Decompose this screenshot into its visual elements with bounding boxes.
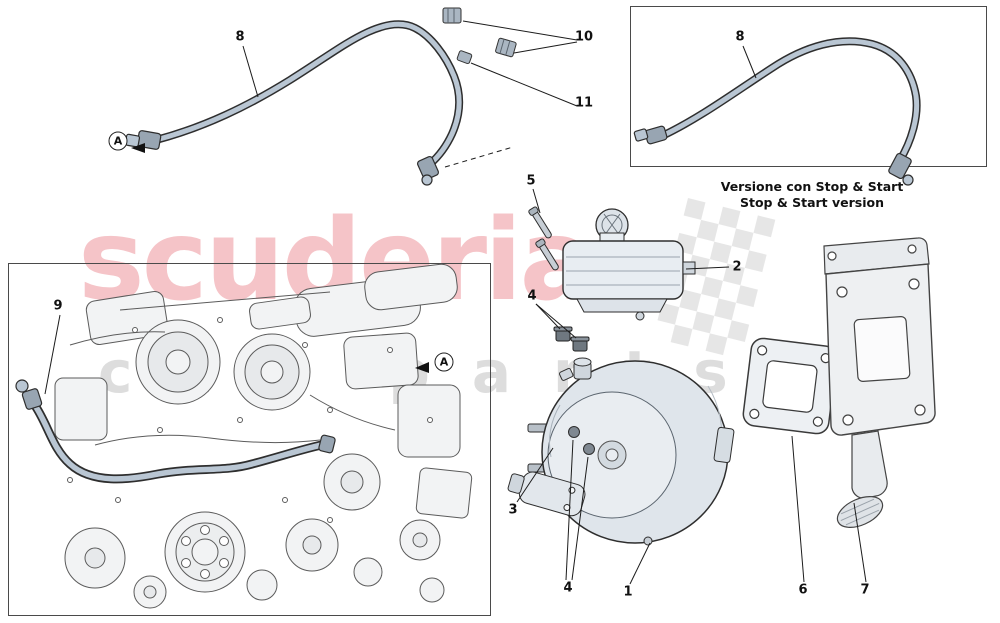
marker-arrows	[131, 143, 429, 373]
callout-1-servo: 1	[623, 584, 633, 600]
inset-caption-line1: Versione con Stop & Start	[720, 179, 904, 194]
callout-8-stop-start: 8	[735, 29, 745, 45]
callout-7-bracket: 7	[860, 582, 870, 598]
grommets-upper	[553, 326, 590, 352]
stop-start-inset-frame	[630, 6, 987, 167]
hose-clips	[442, 7, 517, 65]
leader-lines	[44, 20, 867, 585]
checkered-flag-watermark	[657, 198, 776, 356]
arrow-a-left	[131, 143, 145, 153]
callout-5-screws: 5	[526, 173, 536, 189]
callout-10-clips: 10	[574, 29, 594, 45]
brake-servo	[507, 357, 735, 546]
servo-hose-main	[124, 7, 517, 186]
section-marker-a-hose: A	[108, 131, 128, 151]
callout-4-upper: 4	[527, 288, 537, 304]
arrow-a-engine	[415, 362, 429, 373]
callout-11-clamp: 11	[574, 95, 594, 111]
callout-9-engine-pipe: 9	[53, 298, 63, 314]
inset-caption: Versione con Stop & Start Stop & Start v…	[698, 179, 926, 210]
hose-clamp	[456, 50, 473, 65]
vacuum-elbow	[559, 357, 592, 381]
callout-4-lower: 4	[563, 580, 573, 596]
fluid-reservoir	[562, 208, 696, 321]
servo-grommet	[583, 443, 595, 455]
gasket	[742, 337, 838, 435]
callout-8-main: 8	[235, 29, 245, 45]
engine-frame	[8, 263, 491, 616]
servo-grommet	[568, 426, 580, 438]
engine-drawing	[54, 263, 473, 609]
callout-3-servo-mount: 3	[508, 502, 518, 518]
callout-6-gasket: 6	[798, 582, 808, 598]
section-marker-a-engine: A	[434, 352, 454, 372]
frames	[8, 6, 987, 616]
master-cylinder	[507, 471, 586, 517]
mounting-screws	[528, 206, 559, 271]
servo-hose-stop-start	[633, 37, 921, 186]
inset-caption-line2: Stop & Start version	[739, 194, 885, 210]
engine-vacuum-pipe	[15, 379, 336, 484]
callout-2-reservoir: 2	[732, 259, 742, 275]
pedal-bracket	[823, 237, 936, 528]
